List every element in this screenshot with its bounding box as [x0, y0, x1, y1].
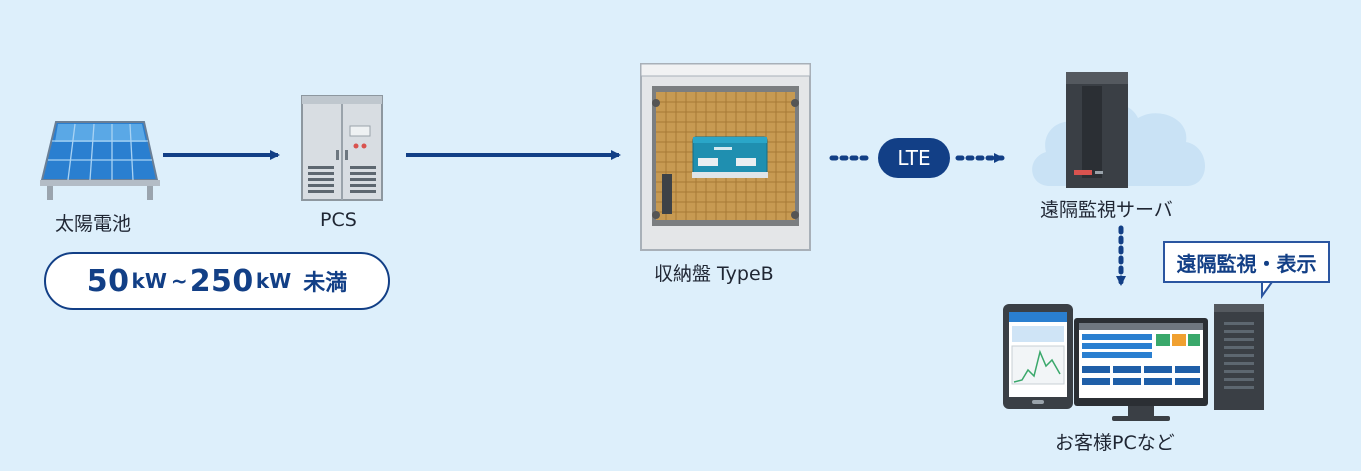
solar-label: 太陽電池: [55, 213, 132, 235]
capacity-high-value: 250: [189, 263, 254, 299]
capacity-low-value: 50: [86, 263, 130, 299]
capacity-low-unit: kW: [131, 269, 167, 293]
tablet-icon: [1003, 304, 1073, 409]
lte-badge: LTE: [878, 138, 950, 178]
pcs-cabinet-icon: [301, 95, 383, 201]
server-label: 遠隔監視サーバ: [1040, 199, 1173, 221]
server-tower-icon: [1066, 72, 1128, 188]
enclosure-box-icon: [640, 63, 811, 251]
pc-tower-icon: [1214, 304, 1264, 410]
solar-panel-icon: [40, 121, 160, 200]
pcs-label: PCS: [320, 209, 357, 231]
capacity-suffix: 未満: [303, 271, 348, 296]
client-label: お客様PCなど: [1055, 432, 1175, 454]
enclosure-label: 収納盤 TypeB: [654, 263, 774, 285]
remote-monitor-callout: 遠隔監視・表示: [1163, 241, 1330, 283]
monitor-icon: [1074, 318, 1208, 421]
capacity-high-unit: kW: [255, 269, 292, 293]
callout-tail: [1261, 281, 1274, 300]
capacity-badge: 50 kW ~ 250 kW 未満: [44, 252, 390, 310]
capacity-separator: ~: [170, 269, 188, 293]
